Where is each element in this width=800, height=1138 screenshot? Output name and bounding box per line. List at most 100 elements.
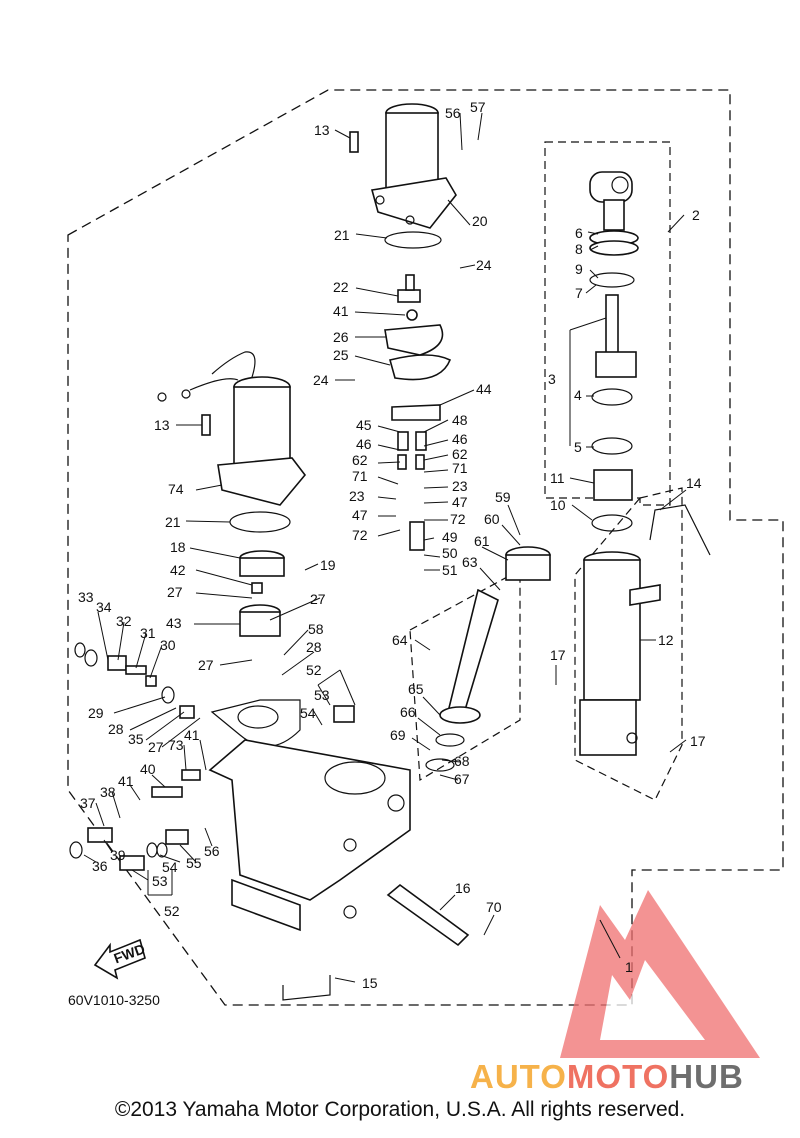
manifold-parts	[384, 274, 452, 551]
callout-14: 14	[686, 475, 702, 491]
callout-55: 55	[186, 855, 202, 871]
callout-23a: 23	[349, 488, 365, 504]
callout-40: 40	[140, 761, 156, 777]
callout-42: 42	[170, 562, 186, 578]
callout-22: 22	[333, 279, 349, 295]
callout-61: 61	[474, 533, 490, 549]
callout-15: 15	[362, 975, 378, 991]
upper-motor	[370, 103, 457, 229]
callout-5: 5	[574, 439, 582, 455]
callout-73: 73	[168, 737, 184, 753]
callout-52a: 52	[306, 662, 322, 678]
callout-21a: 21	[334, 227, 350, 243]
callout-27b: 27	[310, 591, 326, 607]
pivot-pin	[386, 883, 470, 947]
callout-28b: 28	[108, 721, 124, 737]
callout-25: 25	[333, 347, 349, 363]
callout-27c: 27	[198, 657, 214, 673]
callout-47a: 47	[352, 507, 368, 523]
callout-32: 32	[116, 613, 132, 629]
callout-70: 70	[486, 899, 502, 915]
tilt-cylinder	[579, 171, 661, 756]
callout-4: 4	[574, 387, 582, 403]
callout-58: 58	[308, 621, 324, 637]
callout-71b: 71	[452, 460, 468, 476]
callout-60: 60	[484, 511, 500, 527]
callout-26: 26	[333, 329, 349, 345]
callout-13b: 13	[154, 417, 170, 433]
callout-31: 31	[140, 625, 156, 641]
tilt-cylinder-group	[544, 141, 671, 506]
callout-21b: 21	[165, 514, 181, 530]
callout-44: 44	[476, 381, 492, 397]
callout-19: 19	[320, 557, 336, 573]
callout-7: 7	[575, 285, 583, 301]
callout-57: 57	[470, 99, 486, 115]
callout-35: 35	[128, 731, 144, 747]
assembly-boundary	[67, 89, 784, 1006]
callout-24a: 24	[476, 257, 492, 273]
callout-63: 63	[462, 554, 478, 570]
callout-72a: 72	[352, 527, 368, 543]
callout-68: 68	[454, 753, 470, 769]
callout-30: 30	[160, 637, 176, 653]
callout-3: 3	[548, 371, 556, 387]
callout-54b: 54	[162, 859, 178, 875]
callout-62b: 62	[452, 446, 468, 462]
callout-6: 6	[575, 225, 583, 241]
callout-28a: 28	[306, 639, 322, 655]
callout-46a: 46	[356, 436, 372, 452]
watermark-moto: MOTO	[566, 1058, 670, 1095]
copyright-footer: ©2013 Yamaha Motor Corporation, U.S.A. A…	[114, 1098, 686, 1121]
watermark-auto: AUTO	[470, 1058, 567, 1095]
callout-39: 39	[110, 847, 126, 863]
callout-56b: 56	[204, 843, 220, 859]
callout-20: 20	[472, 213, 488, 229]
callout-72b: 72	[450, 511, 466, 527]
callout-16: 16	[455, 880, 471, 896]
callout-59: 59	[495, 489, 511, 505]
left-valve-parts	[69, 642, 355, 871]
callout-64: 64	[392, 632, 408, 648]
screw-13-lower	[201, 414, 211, 436]
callout-23b: 23	[452, 478, 468, 494]
callout-8: 8	[575, 241, 583, 257]
callout-29: 29	[88, 705, 104, 721]
callout-41b: 41	[184, 727, 200, 743]
callout-69: 69	[390, 727, 406, 743]
watermark-text: AUTOMOTOHUB	[470, 1058, 744, 1096]
callout-27d: 27	[148, 739, 164, 755]
logo-watermark	[560, 890, 760, 1058]
callout-34: 34	[96, 599, 112, 615]
callout-9: 9	[575, 261, 583, 277]
o-ring-lower	[229, 511, 291, 533]
callout-1: 1	[625, 959, 633, 975]
callout-50: 50	[442, 545, 458, 561]
callout-12: 12	[658, 632, 674, 648]
callout-49: 49	[442, 529, 458, 545]
callout-27a: 27	[167, 584, 183, 600]
screw-13-upper	[349, 131, 359, 153]
watermark-hub: HUB	[669, 1058, 744, 1095]
fwd-arrow-icon: FWD	[93, 938, 147, 980]
callout-41a: 41	[333, 303, 349, 319]
callout-51: 51	[442, 562, 458, 578]
callout-53b: 53	[152, 873, 168, 889]
callout-46b: 46	[452, 431, 468, 447]
callout-41c: 41	[118, 773, 134, 789]
callout-17b: 17	[690, 733, 706, 749]
callout-56a: 56	[445, 105, 461, 121]
callout-36: 36	[92, 858, 108, 874]
callout-33: 33	[78, 589, 94, 605]
callout-10: 10	[550, 497, 566, 513]
callout-65: 65	[408, 681, 424, 697]
callout-52b: 52	[164, 903, 180, 919]
callout-67: 67	[454, 771, 470, 787]
o-ring-upper	[384, 231, 442, 249]
callout-54a: 54	[300, 705, 316, 721]
callout-47b: 47	[452, 494, 468, 510]
trim-ram	[425, 546, 551, 772]
diagram-code: 60V1010-3250	[68, 992, 160, 1008]
callout-45: 45	[356, 417, 372, 433]
callout-13a: 13	[314, 122, 330, 138]
